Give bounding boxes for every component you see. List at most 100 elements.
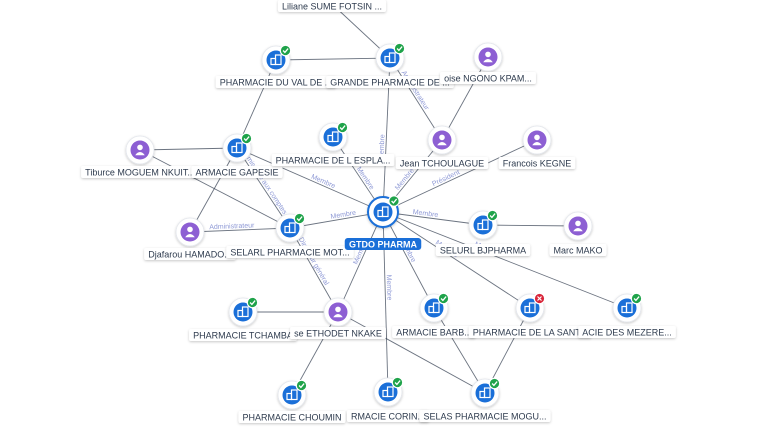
- check-badge-icon: [279, 44, 292, 57]
- node-label: PHARMACIE DU VAL DE ...: [220, 77, 333, 87]
- node-label: Marc MAKO: [553, 245, 602, 255]
- node-francois-kegne[interactable]: Francois KEGNE: [498, 125, 576, 169]
- person-icon: [130, 140, 150, 160]
- edge-label: Membre: [330, 210, 357, 221]
- node-pharmacie-de-l-espla[interactable]: PHARMACIE DE L ESPLA...: [271, 121, 395, 166]
- check-badge-icon: [437, 292, 450, 305]
- node-label: Tiburce MOGUEM NKUIT...: [85, 167, 195, 177]
- node-selas-pharmacie-mogu[interactable]: SELAS PHARMACIE MOGU...: [419, 377, 551, 422]
- building-icon: [378, 382, 398, 402]
- building-icon: [617, 298, 637, 318]
- building-icon: [227, 138, 247, 158]
- edge-label: Membre: [385, 275, 393, 301]
- edge-n5-n6: [139, 147, 238, 151]
- node-label: SELURL BJPHARMA: [440, 245, 526, 255]
- node-pharmacie-choumin[interactable]: PHARMACIE CHOUMIN: [238, 379, 346, 423]
- node-label: GTDO PHARMA: [349, 239, 417, 249]
- node-label: se ETHODET NKAKE: [294, 328, 382, 338]
- node-label: Francois KEGNE: [503, 158, 572, 168]
- node-armacie-gapesie[interactable]: ARMACIE GAPESIE: [191, 132, 283, 178]
- person-icon: [568, 216, 588, 236]
- edge-center-n12: Membre: [382, 209, 484, 226]
- edge-label: Directeur général: [297, 236, 330, 286]
- edge-n10-n6: [189, 147, 238, 233]
- check-badge-icon: [388, 195, 400, 207]
- node-djafarou-hamado[interactable]: Djafarou HAMADO...: [144, 217, 236, 260]
- check-badge-icon: [486, 209, 499, 222]
- center-node-gtdo-pharma[interactable]: GTDO PHARMA: [344, 195, 422, 250]
- building-icon: [380, 48, 400, 68]
- node-liliane-sume-fotsin[interactable]: Liliane SUME FOTSIN ...: [277, 0, 387, 12]
- check-badge-icon: [391, 376, 404, 389]
- edge-n3-n8: Administrateur: [389, 57, 443, 141]
- node-rmacie-corin[interactable]: RMACIE CORIN...: [346, 376, 430, 422]
- edge-label: Membre: [412, 209, 438, 219]
- node-label: ACIE DES MEZERE...: [582, 327, 672, 337]
- node-label: GRANDE PHARMACIE DE ...: [330, 77, 450, 87]
- edge-center-n17: Membre: [382, 211, 531, 309]
- edge-n5-n11: [139, 149, 291, 229]
- check-badge-icon: [393, 42, 406, 55]
- node-label: Djafarou HAMADO...: [148, 249, 232, 259]
- node-label: PHARMACIE CHOUMIN: [242, 412, 341, 422]
- node-label: ARMACIE GAPESIE: [195, 167, 278, 177]
- building-icon: [233, 302, 253, 322]
- edge-n4-n8: [441, 56, 489, 141]
- node-label: SELAS PHARMACIE MOGU...: [423, 411, 546, 421]
- edge-center-n15: Membre: [337, 211, 384, 313]
- edge-n11-n15: Directeur général: [289, 227, 339, 313]
- node-label: PHARMACIE TCHAMBA: [193, 330, 293, 340]
- node-grande-pharmacie-de[interactable]: GRANDE PHARMACIE DE ...: [326, 42, 454, 88]
- node-jean-tchoulague[interactable]: Jean TCHOULAGUE: [395, 125, 489, 169]
- check-badge-icon: [293, 212, 306, 225]
- node-pharmacie-de-la-sant[interactable]: PHARMACIE DE LA SANT...: [468, 292, 592, 338]
- node-marc-mako[interactable]: Marc MAKO: [549, 211, 607, 256]
- node-label: Liliane SUME FOTSIN ...: [282, 1, 382, 11]
- edge-n21-n15: [337, 311, 486, 394]
- edge-n12-n13: [482, 224, 579, 227]
- person-icon: [180, 222, 200, 242]
- node-label: Jean TCHOULAGUE: [400, 158, 484, 168]
- nodes-layer: Liliane SUME FOTSIN ... PHARMACIE DU VAL …: [81, 0, 676, 423]
- building-icon: [520, 298, 540, 318]
- edge-label: Président: [431, 169, 461, 188]
- person-icon: [527, 130, 547, 150]
- edge-n2-n6: [236, 59, 277, 149]
- person-icon: [432, 130, 452, 150]
- node-oise-ngono-kpam[interactable]: oise NGONO KPAM...: [440, 42, 536, 84]
- node-selurl-bjpharma[interactable]: SELURL BJPHARMA: [435, 209, 531, 256]
- edge-label: Administrateur: [209, 222, 255, 231]
- check-badge-icon: [488, 377, 501, 390]
- building-icon: [424, 298, 444, 318]
- node-pharmacie-tchamba[interactable]: PHARMACIE TCHAMBA: [189, 296, 297, 341]
- edge-n10-n11: Administrateur: [189, 222, 291, 233]
- edge-n16-n21: [433, 307, 486, 394]
- edge-label: Membre: [355, 166, 375, 191]
- check-badge-icon: [295, 379, 308, 392]
- node-label: RMACIE CORIN...: [351, 411, 425, 421]
- check-badge-icon: [240, 132, 253, 145]
- building-icon: [282, 385, 302, 405]
- node-se-ethodet-nkake[interactable]: se ETHODET NKAKE: [290, 297, 386, 339]
- edge-n2-n3: [275, 57, 391, 61]
- node-tiburce-moguem-nkuit[interactable]: Tiburce MOGUEM NKUIT...: [81, 135, 199, 178]
- building-icon: [266, 50, 286, 70]
- node-pharmacie-du-val-de[interactable]: PHARMACIE DU VAL DE ...: [215, 44, 337, 88]
- node-selarl-pharmacie-mot[interactable]: SELARL PHARMACIE MOT...: [226, 212, 354, 258]
- edge-label: Membre: [394, 167, 416, 191]
- building-icon: [475, 383, 495, 403]
- building-icon: [473, 215, 493, 235]
- check-badge-icon: [336, 121, 349, 134]
- person-icon: [328, 302, 348, 322]
- node-label: SELARL PHARMACIE MOT...: [230, 247, 349, 257]
- node-acie-des-mezere[interactable]: ACIE DES MEZERE...: [578, 292, 676, 338]
- building-icon: [373, 202, 393, 222]
- node-label: PHARMACIE DE L ESPLA...: [276, 155, 391, 165]
- node-label: oise NGONO KPAM...: [444, 73, 532, 83]
- building-icon: [323, 127, 343, 147]
- check-badge-icon: [630, 292, 643, 305]
- node-label: ARMACIE BARB...: [396, 327, 472, 337]
- node-armacie-barb[interactable]: ARMACIE BARB...: [392, 292, 476, 338]
- check-badge-icon: [246, 296, 259, 309]
